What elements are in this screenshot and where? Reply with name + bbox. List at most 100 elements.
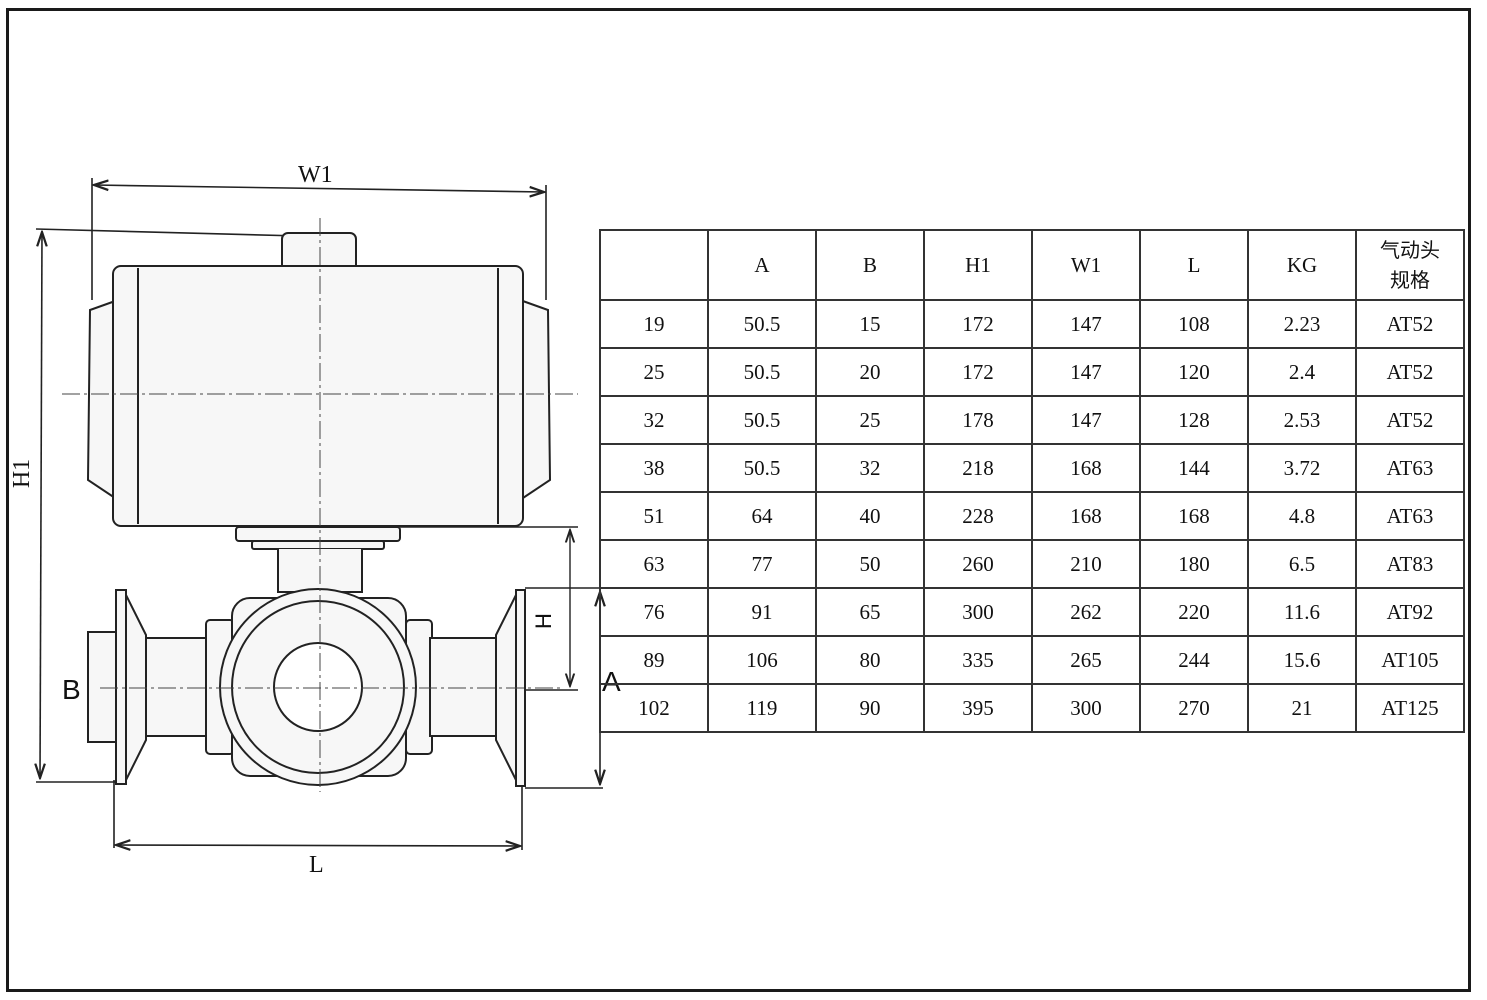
cell-w1: 147 <box>1031 347 1141 397</box>
w1-label: W1 <box>298 162 333 188</box>
cell-actuator: AT52 <box>1355 299 1465 349</box>
cell-b: 25 <box>815 395 925 445</box>
cell-b: 50 <box>815 539 925 589</box>
header-cell-h1: H1 <box>923 229 1033 301</box>
cell-l: 244 <box>1139 635 1249 685</box>
cell-a: 77 <box>707 539 817 589</box>
header-cell-l: L <box>1139 229 1249 301</box>
header-cell-a: A <box>707 229 817 301</box>
header-actuator-line2: 规格 <box>1390 268 1430 292</box>
cell-kg: 2.23 <box>1247 299 1357 349</box>
cell-size: 19 <box>599 299 709 349</box>
cell-size: 76 <box>599 587 709 637</box>
cell-l: 180 <box>1139 539 1249 589</box>
header-cell-b: B <box>815 229 925 301</box>
h1-label: H1 <box>9 458 36 489</box>
cell-l: 144 <box>1139 443 1249 493</box>
cell-size: 63 <box>599 539 709 589</box>
valve-body <box>87 588 526 787</box>
cell-h1: 218 <box>923 443 1033 493</box>
cell-h1: 300 <box>923 587 1033 637</box>
header-actuator-line1: 气动头 <box>1380 238 1440 262</box>
cell-h1: 172 <box>923 347 1033 397</box>
w1-dimension <box>91 178 547 300</box>
cell-a: 50.5 <box>707 299 817 349</box>
cell-h1: 335 <box>923 635 1033 685</box>
cell-a: 50.5 <box>707 395 817 445</box>
h-label: H <box>530 613 556 629</box>
l-label: L <box>309 852 324 878</box>
cell-actuator: AT105 <box>1355 635 1465 685</box>
cell-kg: 4.8 <box>1247 491 1357 541</box>
cell-a: 64 <box>707 491 817 541</box>
cell-h1: 395 <box>923 683 1033 733</box>
cell-a: 119 <box>707 683 817 733</box>
table-header-row: A B H1 W1 L KG 气动头规格 <box>599 229 1465 301</box>
cell-w1: 210 <box>1031 539 1141 589</box>
pneumatic-actuator <box>86 232 552 527</box>
cell-b: 32 <box>815 443 925 493</box>
header-cell-kg: KG <box>1247 229 1357 301</box>
cell-actuator: AT92 <box>1355 587 1465 637</box>
cell-kg: 15.6 <box>1247 635 1357 685</box>
cell-actuator: AT63 <box>1355 491 1465 541</box>
cell-kg: 21 <box>1247 683 1357 733</box>
cell-h1: 228 <box>923 491 1033 541</box>
cell-actuator: AT125 <box>1355 683 1465 733</box>
cell-w1: 147 <box>1031 395 1141 445</box>
centerlines <box>62 218 578 792</box>
cell-size: 38 <box>599 443 709 493</box>
valve-neck <box>235 526 401 593</box>
cell-kg: 3.72 <box>1247 443 1357 493</box>
cell-kg: 6.5 <box>1247 539 1357 589</box>
cell-size: 102 <box>599 683 709 733</box>
cell-size: 32 <box>599 395 709 445</box>
cell-h1: 260 <box>923 539 1033 589</box>
cell-actuator: AT83 <box>1355 539 1465 589</box>
cell-kg: 11.6 <box>1247 587 1357 637</box>
cell-l: 220 <box>1139 587 1249 637</box>
cell-a: 91 <box>707 587 817 637</box>
h1-dimension <box>36 228 301 783</box>
cell-h1: 178 <box>923 395 1033 445</box>
cell-size: 51 <box>599 491 709 541</box>
l-dimension <box>113 780 523 850</box>
cell-kg: 2.4 <box>1247 347 1357 397</box>
cell-kg: 2.53 <box>1247 395 1357 445</box>
cell-w1: 300 <box>1031 683 1141 733</box>
cell-a: 106 <box>707 635 817 685</box>
cell-size: 25 <box>599 347 709 397</box>
header-cell-size <box>599 229 709 301</box>
cell-b: 15 <box>815 299 925 349</box>
cell-w1: 265 <box>1031 635 1141 685</box>
cell-l: 168 <box>1139 491 1249 541</box>
cell-size: 89 <box>599 635 709 685</box>
cell-actuator: AT63 <box>1355 443 1465 493</box>
cell-l: 270 <box>1139 683 1249 733</box>
header-cell-w1: W1 <box>1031 229 1141 301</box>
cell-b: 20 <box>815 347 925 397</box>
cell-l: 108 <box>1139 299 1249 349</box>
cell-a: 50.5 <box>707 443 817 493</box>
cell-a: 50.5 <box>707 347 817 397</box>
cell-h1: 172 <box>923 299 1033 349</box>
cell-b: 80 <box>815 635 925 685</box>
cell-b: 90 <box>815 683 925 733</box>
cell-l: 120 <box>1139 347 1249 397</box>
cell-b: 40 <box>815 491 925 541</box>
cell-b: 65 <box>815 587 925 637</box>
cell-w1: 262 <box>1031 587 1141 637</box>
cell-l: 128 <box>1139 395 1249 445</box>
cell-actuator: AT52 <box>1355 347 1465 397</box>
